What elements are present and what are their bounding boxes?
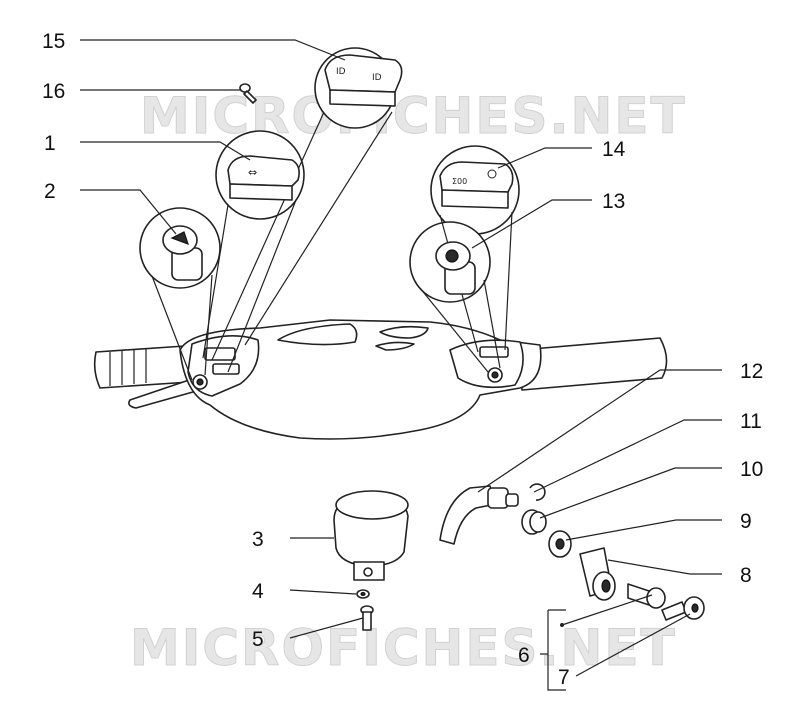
callout-3: 3 bbox=[252, 528, 264, 551]
part-6-lock-cylinder bbox=[627, 583, 666, 609]
part-13-knob bbox=[435, 241, 476, 295]
callout-8: 8 bbox=[740, 564, 752, 587]
part-12-elbow bbox=[439, 485, 519, 545]
callout-1: 1 bbox=[44, 132, 56, 155]
callout-15: 15 bbox=[42, 30, 65, 53]
part-10-bushing bbox=[521, 509, 547, 535]
callout-11: 11 bbox=[740, 410, 762, 433]
callout-5: 5 bbox=[252, 628, 264, 651]
part-5-screw bbox=[360, 605, 374, 631]
watermark-bottom: MICROFICHES.NET bbox=[130, 619, 677, 677]
callout-2: 2 bbox=[44, 180, 56, 203]
callout-9: 9 bbox=[740, 510, 752, 533]
part-14-switch: Σ00 bbox=[439, 161, 514, 209]
handlebar-assembly bbox=[93, 319, 668, 440]
svg-text:ID: ID bbox=[336, 67, 346, 77]
callout-10: 10 bbox=[740, 458, 763, 481]
callout-14: 14 bbox=[602, 138, 626, 161]
leader-lines bbox=[80, 39, 722, 691]
part-8-lock-housing bbox=[579, 547, 616, 601]
part-3-horn bbox=[333, 490, 409, 581]
part-7-key bbox=[661, 596, 705, 621]
svg-text:Σ00: Σ00 bbox=[452, 177, 467, 186]
part-11-clip bbox=[529, 483, 546, 501]
part-15-switch: ID ID bbox=[324, 54, 403, 107]
svg-text:ID: ID bbox=[372, 73, 382, 83]
callout-13: 13 bbox=[602, 190, 625, 213]
part-4-washer bbox=[356, 589, 370, 599]
part-9-washer bbox=[548, 530, 572, 558]
watermark-top: MICROFICHES.NET bbox=[140, 87, 687, 145]
callout-7: 7 bbox=[558, 666, 570, 689]
part-2-knob bbox=[162, 225, 203, 281]
callout-4: 4 bbox=[252, 580, 264, 603]
callout-16: 16 bbox=[42, 80, 65, 103]
part-1-switch: ⇔ bbox=[227, 155, 300, 201]
svg-text:⇔: ⇔ bbox=[248, 166, 257, 179]
part-16-screw bbox=[239, 83, 257, 104]
callout-12: 12 bbox=[740, 360, 763, 383]
callout-6: 6 bbox=[518, 644, 530, 667]
